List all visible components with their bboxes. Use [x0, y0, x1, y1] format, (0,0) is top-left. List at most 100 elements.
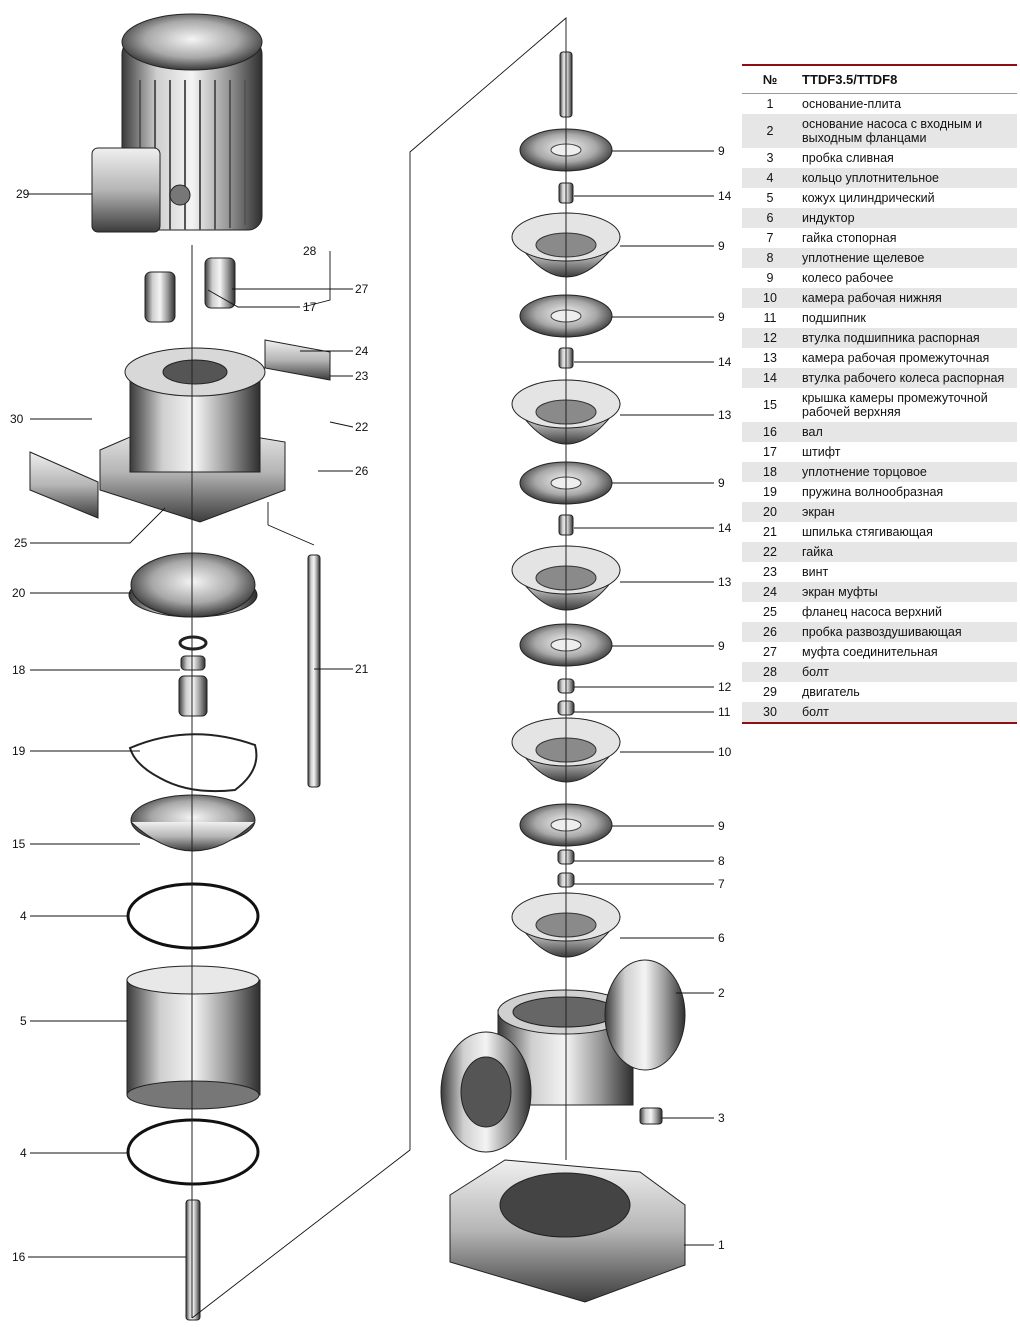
part-number: 13	[763, 351, 777, 365]
callout-number: 15	[12, 837, 26, 851]
callout-number: 9	[718, 476, 725, 490]
callout-number: 28	[303, 244, 317, 258]
callout-number: 11	[718, 705, 731, 719]
part-name: камера рабочая нижняя	[798, 288, 1017, 308]
part-name: пробка сливная	[802, 151, 894, 165]
part-name: муфта соединительная	[802, 645, 938, 659]
part-name: гайка	[798, 542, 1017, 562]
table-row: 19 пружина волнообразная	[742, 482, 1017, 502]
callout-number: 20	[12, 586, 26, 600]
part-name: винт	[802, 565, 829, 579]
motor-shape	[91, 13, 263, 233]
part-name: камера рабочая промежуточная	[802, 351, 990, 365]
table-row: 29 двигатель	[742, 682, 1017, 702]
callout-number: 19	[12, 744, 26, 758]
callout-number: 16	[12, 1250, 26, 1264]
part-number: 18	[742, 462, 798, 482]
part-number: 8	[742, 248, 798, 268]
part-name: кольцо уплотнительное	[798, 168, 1017, 188]
callout-number: 30	[10, 412, 24, 426]
table-row: 5 кожух цилиндрический	[742, 188, 1017, 208]
part-name: кожух цилиндрический	[802, 191, 935, 205]
callout-number: 9	[718, 639, 725, 653]
part-number: 20	[742, 502, 798, 522]
callout-number: 9	[718, 819, 725, 833]
part-name: двигатель	[802, 685, 860, 699]
pump-base-shape	[440, 959, 686, 1153]
part-name: гайка стопорная	[802, 231, 897, 245]
callout-number: 4	[20, 909, 27, 923]
callout-number: 9	[718, 144, 725, 158]
part-number: 7	[766, 231, 774, 245]
part-name: вал	[798, 422, 1017, 442]
part-number: 14	[742, 368, 798, 388]
callout-number: 29	[16, 187, 30, 201]
callout-number: 7	[718, 877, 725, 891]
callout-number: 14	[718, 189, 732, 203]
callout-number: 2	[718, 986, 725, 1000]
callout-leader-line	[30, 507, 166, 544]
part-number: 25	[763, 605, 777, 619]
callout-number: 13	[718, 575, 732, 589]
table-row: 17 штифт	[742, 442, 1017, 462]
part-name: крышка камеры промежуточной рабочей верх…	[802, 391, 988, 419]
callout-number: 5	[20, 1014, 27, 1028]
part-name: пружина волнообразная	[802, 485, 944, 499]
right-column-parts	[440, 51, 686, 1303]
part-number: 23	[763, 565, 777, 579]
callout-number: 9	[718, 310, 725, 324]
callout-number: 26	[355, 464, 369, 478]
callout-number: 12	[718, 680, 732, 694]
callout-number: 25	[14, 536, 28, 550]
part-number: 9	[766, 271, 774, 285]
part-number: 16	[742, 422, 798, 442]
callout-labels: 2928271724233022262520211819154541691499…	[10, 144, 732, 1264]
part-number: 15	[763, 398, 777, 412]
callout-number: 4	[20, 1146, 27, 1160]
part-number: 29	[763, 685, 777, 699]
callout-number: 14	[718, 355, 732, 369]
callout-leader-line	[329, 421, 354, 428]
part-number: 28	[742, 662, 798, 682]
part-name: пробка развоздушивающая	[798, 622, 1017, 642]
part-number: 10	[742, 288, 798, 308]
callout-number: 8	[718, 854, 725, 868]
table-row: 27 муфта соединительная	[742, 642, 1017, 662]
callout-number: 21	[355, 662, 369, 676]
part-name: уплотнение торцовое	[798, 462, 1017, 482]
callout-number: 27	[355, 282, 369, 296]
callout-number: 18	[12, 663, 26, 677]
callout-number: 24	[355, 344, 369, 358]
callout-number: 23	[355, 369, 369, 383]
header-number: №	[742, 64, 798, 94]
part-name: индуктор	[798, 208, 1017, 228]
part-name: уплотнение щелевое	[798, 248, 1017, 268]
part-name: болт	[798, 702, 1017, 724]
part-number: 17	[763, 445, 777, 459]
base-plate-shape	[449, 1159, 686, 1303]
part-number: 5	[766, 191, 774, 205]
table-row: 13 камера рабочая промежуточная	[742, 348, 1017, 368]
part-name: штифт	[802, 445, 841, 459]
part-number: 27	[763, 645, 777, 659]
part-number: 19	[763, 485, 777, 499]
callout-number: 10	[718, 745, 732, 759]
callout-number: 6	[718, 931, 725, 945]
part-name: фланец насоса верхний	[802, 605, 942, 619]
callout-number: 17	[303, 300, 317, 314]
part-name: экран	[798, 502, 1017, 522]
part-name: шпилька стягивающая	[802, 525, 933, 539]
